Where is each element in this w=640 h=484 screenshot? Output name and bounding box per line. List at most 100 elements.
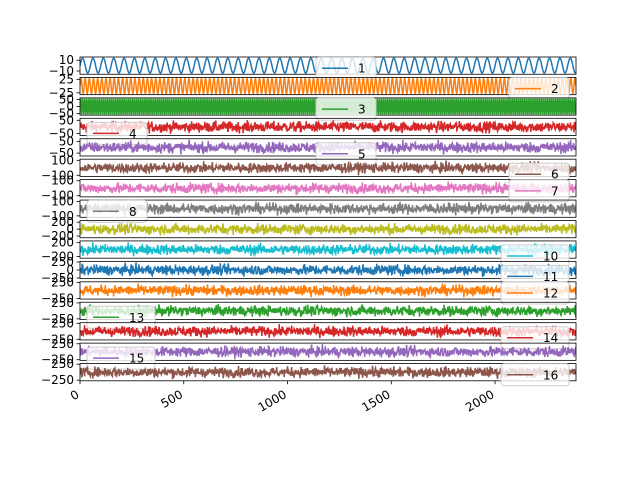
series-line-14 <box>80 324 576 340</box>
y-tick-label: 100 <box>51 194 74 208</box>
y-tick-label: 100 <box>51 174 74 188</box>
legend-label: 13 <box>129 311 144 325</box>
y-tick-label: 0 <box>66 263 74 277</box>
axes-frame <box>79 158 577 177</box>
series-line-6 <box>80 160 576 176</box>
legend-13: 13 <box>86 305 156 329</box>
legend-15: 15 <box>86 346 156 370</box>
subplot-5: 50−50 5 <box>49 135 577 166</box>
y-tick-label: 0 <box>66 99 74 113</box>
series-line-9 <box>80 221 576 237</box>
y-tick-label: −250 <box>41 373 74 387</box>
y-tick-label: −100 <box>41 209 74 223</box>
legend-label: 2 <box>551 82 559 96</box>
subplot-7: 100−100 7 <box>41 174 577 203</box>
series-line-16 <box>80 364 576 380</box>
subplot-12: 250 −250 12 <box>41 275 577 305</box>
y-tick-label: −100 <box>41 189 74 203</box>
x-tick-label: 1500 <box>359 387 392 414</box>
legend-2: 2 <box>508 77 570 101</box>
x-tick-label: 0 <box>68 387 82 403</box>
subplot-4: 50−50 4 <box>49 113 577 145</box>
axes-frame <box>79 199 577 218</box>
subplot-10: 200−200 10 <box>41 236 577 268</box>
y-tick-label: 50 <box>59 93 74 107</box>
subplot-9: 2000−200 <box>41 215 577 243</box>
y-tick-label: −250 <box>41 271 74 285</box>
subplot-8: 100−100 8 <box>41 194 577 223</box>
y-tick-label: 250 <box>51 296 74 310</box>
y-tick-label: −250 <box>41 291 74 305</box>
legend-label: 1 <box>358 62 366 76</box>
y-tick-label: −250 <box>41 332 74 346</box>
y-tick-label: 200 <box>51 236 74 250</box>
subplot-2: 25−25 2 <box>49 72 577 101</box>
y-tick-label: −50 <box>49 146 74 160</box>
y-tick-label: 250 <box>51 255 74 269</box>
subplot-3: 500−50 3 <box>49 93 577 121</box>
y-tick-label: −250 <box>41 312 74 326</box>
y-tick-label: −200 <box>41 249 74 263</box>
legend-label: 10 <box>543 249 558 263</box>
y-tick-label: −10 <box>49 64 74 78</box>
y-tick-label: −50 <box>49 127 74 141</box>
y-tick-label: 250 <box>51 357 74 371</box>
legend-8: 8 <box>86 199 148 223</box>
axes-frame <box>79 117 577 136</box>
legend-box <box>500 363 570 387</box>
axes-frame <box>79 301 577 320</box>
legend-label: 5 <box>358 147 366 161</box>
legend-14: 14 <box>500 326 570 350</box>
series-line-12 <box>80 283 576 298</box>
legend-label: 4 <box>129 127 137 141</box>
y-tick-label: 250 <box>51 316 74 330</box>
axes-frame <box>79 342 577 361</box>
legend-1: 1 <box>315 56 377 80</box>
subplot-1: 10−10 1 <box>49 53 577 80</box>
series-line-13 <box>80 303 576 318</box>
legend-label: 12 <box>543 287 558 301</box>
y-tick-label: 250 <box>51 275 74 289</box>
y-tick-label: −50 <box>49 106 74 120</box>
series-line-8 <box>80 201 576 216</box>
y-tick-label: 50 <box>59 135 74 149</box>
y-tick-label: 10 <box>59 53 74 67</box>
legend-4: 4 <box>86 121 148 145</box>
y-tick-label: 25 <box>59 72 74 86</box>
axes-frame <box>79 322 577 341</box>
y-tick-label: 100 <box>51 153 74 167</box>
series-line-4 <box>80 119 576 135</box>
x-tick-label: 1000 <box>256 387 289 414</box>
x-tick-label: 500 <box>158 387 185 411</box>
y-tick-label: 250 <box>51 337 74 351</box>
series-line-15 <box>80 344 576 360</box>
legend-box <box>500 281 570 305</box>
legend-3: 3 <box>315 97 377 121</box>
legend-10: 10 <box>500 244 570 268</box>
legend-5: 5 <box>315 142 377 166</box>
legend-label: 11 <box>543 270 558 284</box>
axes-frame <box>79 179 577 198</box>
axes-frame <box>79 281 577 300</box>
legend-label: 3 <box>358 103 366 117</box>
legend-label: 8 <box>129 205 137 219</box>
y-tick-label: −25 <box>49 86 74 100</box>
legend-label: 16 <box>543 368 558 382</box>
y-tick-label: 0 <box>66 222 74 236</box>
series-line-2 <box>80 77 576 95</box>
y-tick-label: 50 <box>59 113 74 127</box>
axes-frame <box>79 363 577 382</box>
legend-label: 7 <box>551 184 559 198</box>
legend-label: 6 <box>551 168 559 182</box>
legend-label: 14 <box>543 331 558 345</box>
y-tick-label: −250 <box>41 353 74 367</box>
legend-16: 16 <box>500 363 570 387</box>
legend-7: 7 <box>508 179 570 203</box>
legend-label: 15 <box>129 352 144 366</box>
legend-12: 12 <box>500 281 570 305</box>
